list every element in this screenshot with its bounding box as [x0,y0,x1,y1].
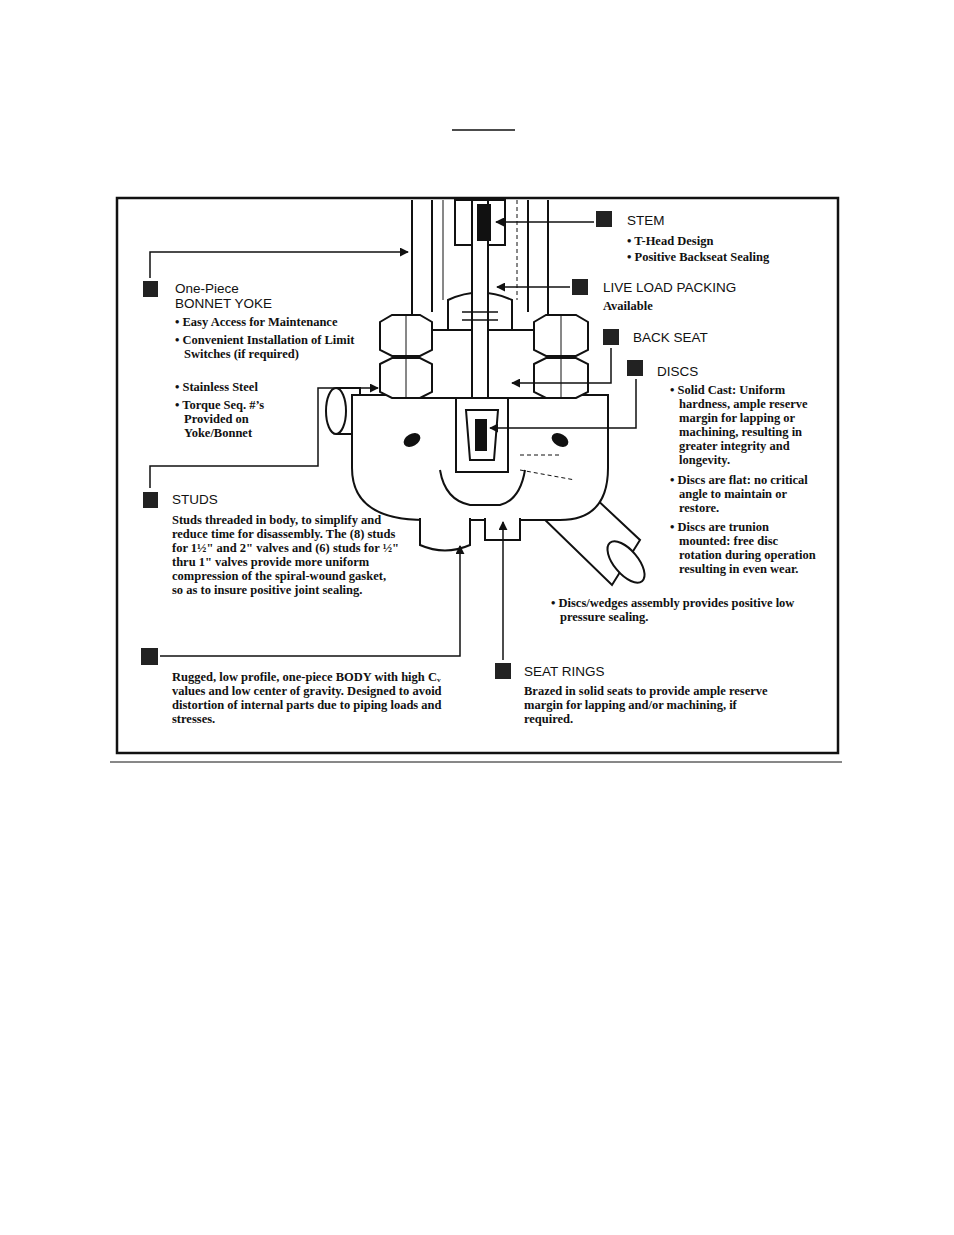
callout-text: • T-Head Design [627,234,836,248]
callout-heading: One-Piece [175,281,239,297]
callout-text: • Solid Cast: Uniform hardness, ample re… [670,383,837,467]
callout-heading: BONNET YOKE [175,296,272,312]
callout-heading: BACK SEAT [633,330,708,346]
callout-heading: STUDS [172,492,218,508]
callout-heading: STEM [627,213,665,229]
callout-text: • Convenient Installation of Limit Switc… [175,333,366,361]
callout-text: • Discs are flat: no critical angle to m… [670,473,819,515]
frame [117,198,838,753]
callout-text: Studs threaded in body, to simplify and … [172,513,400,597]
callout-text: • Discs are trunion mounted: free disc r… [670,520,819,576]
callout-text: Brazed in solid seats to provide ample r… [524,684,774,726]
callout-text: Rugged, low profile, one-piece BODY with… [172,670,462,726]
callout-heading: SEAT RINGS [524,664,605,680]
callout-text: • Torque Seq. #’s Provided on Yoke/Bonne… [175,398,309,440]
callout-text: • Discs/wedges assembly provides positiv… [551,596,800,624]
callout-heading: LIVE LOAD PACKING [603,280,736,296]
callout-text: • Easy Access for Maintenance [175,315,384,329]
bottom-rule [110,762,842,763]
callout-text: Available [603,299,753,313]
leader-lines [150,222,636,660]
top-rule [452,129,515,131]
callout-text: • Positive Backseat Sealing [627,250,836,264]
callout-heading: DISCS [657,364,698,380]
callout-text: • Stainless Steel [175,380,314,394]
